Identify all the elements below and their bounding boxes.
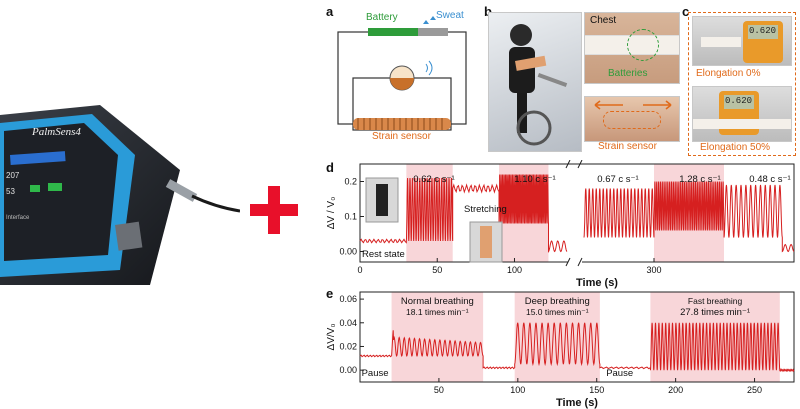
panel-b-letter: b <box>484 4 492 19</box>
device-readout-2: 53 <box>6 187 15 196</box>
chest-label: Chest <box>590 15 617 26</box>
device-side-label: Interface <box>6 215 30 221</box>
chart-e-annotation: Deep breathing <box>525 296 590 307</box>
sweat-label: Sweat <box>436 10 464 21</box>
chart-e-trace <box>359 322 795 373</box>
chart-e-annotation: 27.8 times min⁻¹ <box>680 307 750 318</box>
chart-d-xtick-label: 300 <box>646 265 661 275</box>
chart-d-xtick-label: 0 <box>357 265 362 275</box>
battery-label: Battery <box>366 12 398 23</box>
chest-photo <box>584 12 680 84</box>
panel-a-letter: a <box>326 4 334 19</box>
panel-c-letter: c <box>682 4 690 19</box>
meter-reading-50: 0.620 <box>725 96 753 106</box>
chart-d-xlabel: Time (s) <box>576 277 618 289</box>
chart-e-xtick-label: 100 <box>510 385 525 395</box>
chart-d-annotation: 0.48 c s⁻¹ <box>749 174 790 185</box>
panel-e-letter: e <box>326 286 334 301</box>
strain-sensor-label-b: Strain sensor <box>598 141 657 152</box>
chart-e-xtick-label: 50 <box>434 385 444 395</box>
meter-reading-0: 0.620 <box>749 26 777 36</box>
device-readout-1: 207 <box>6 171 20 180</box>
chart-e-annotation: 15.0 times min⁻¹ <box>526 307 589 317</box>
chart-d-axis-break-top <box>565 160 583 169</box>
panel-d-letter: d <box>326 160 334 175</box>
chart-d-annotation: 0.67 c s⁻¹ <box>597 174 638 185</box>
chart-e-ytick-label: 0.00 <box>339 365 357 375</box>
chart-d-annotation: 1.10 c s⁻¹ <box>514 174 555 185</box>
chart-e-highlight-band <box>391 292 484 382</box>
chart-d-annotation: 0.62 c s⁻¹ <box>413 174 454 185</box>
palmsens-device-photo: PalmSens4 207 53 Interface <box>0 95 241 290</box>
chart-d-inset-rest-figure <box>376 184 388 216</box>
chart-d-ytick-label: 0.00 <box>339 247 357 257</box>
chart-d-ytick-label: 0.2 <box>344 177 357 187</box>
chart-d-inset-stretch-figure <box>480 226 492 258</box>
chart-d-annotation: 1.28 c s⁻¹ <box>679 174 720 185</box>
chart-e-frame <box>359 291 795 383</box>
circuit-diagram <box>328 14 478 149</box>
chart-d-trace <box>359 174 795 253</box>
strain-sensor-label-a: Strain sensor <box>372 131 431 142</box>
chart-e-ytick-label: 0.04 <box>339 318 357 328</box>
meter-photo-50: 0.620 <box>692 86 792 142</box>
elongation-0-label: Elongation 0% <box>696 68 761 79</box>
panel-c-frame <box>688 12 796 156</box>
chart-e-annotation: Pause <box>606 368 633 379</box>
elongation-50-label: Elongation 50% <box>700 142 771 153</box>
batteries-label: Batteries <box>608 68 648 79</box>
chart-e-annotation: Normal breathing <box>401 296 474 307</box>
chart-d-xtick-label: 100 <box>507 265 522 275</box>
chart-d-xtick-label: 50 <box>432 265 442 275</box>
bike-photo <box>488 12 582 152</box>
chart-e-annotation: Pause <box>362 368 389 379</box>
chart-e-xtick-label: 150 <box>589 385 604 395</box>
chart-e-annotation: Fast breathing <box>688 296 743 306</box>
chart-d-annotation: Rest state <box>362 249 405 260</box>
chart-d-annotation: Stretching <box>464 204 507 215</box>
chart-d-axis-break-gap <box>568 258 582 266</box>
device-brand-label: PalmSens4 <box>32 126 81 138</box>
meter-photo-0: 0.620 <box>692 16 792 66</box>
chart-e-xtick-label: 200 <box>668 385 683 395</box>
chart-d-axis-break <box>565 257 583 267</box>
chart-e-ytick-label: 0.02 <box>339 341 357 351</box>
chart-e-xtick-label: 250 <box>747 385 762 395</box>
chart-e-annotation: 18.1 times min⁻¹ <box>406 307 469 317</box>
chart-d-ylabel: ΔV / V₀ <box>326 197 337 230</box>
chart-e-ylabel: ΔV/V₀ <box>326 324 337 351</box>
strain-sensor-photo <box>584 96 680 142</box>
chart-e-ytick-label: 0.06 <box>339 294 357 304</box>
plus-icon <box>250 186 298 234</box>
chart-d-ytick-label: 0.1 <box>344 212 357 222</box>
chart-e-xlabel: Time (s) <box>556 397 598 409</box>
